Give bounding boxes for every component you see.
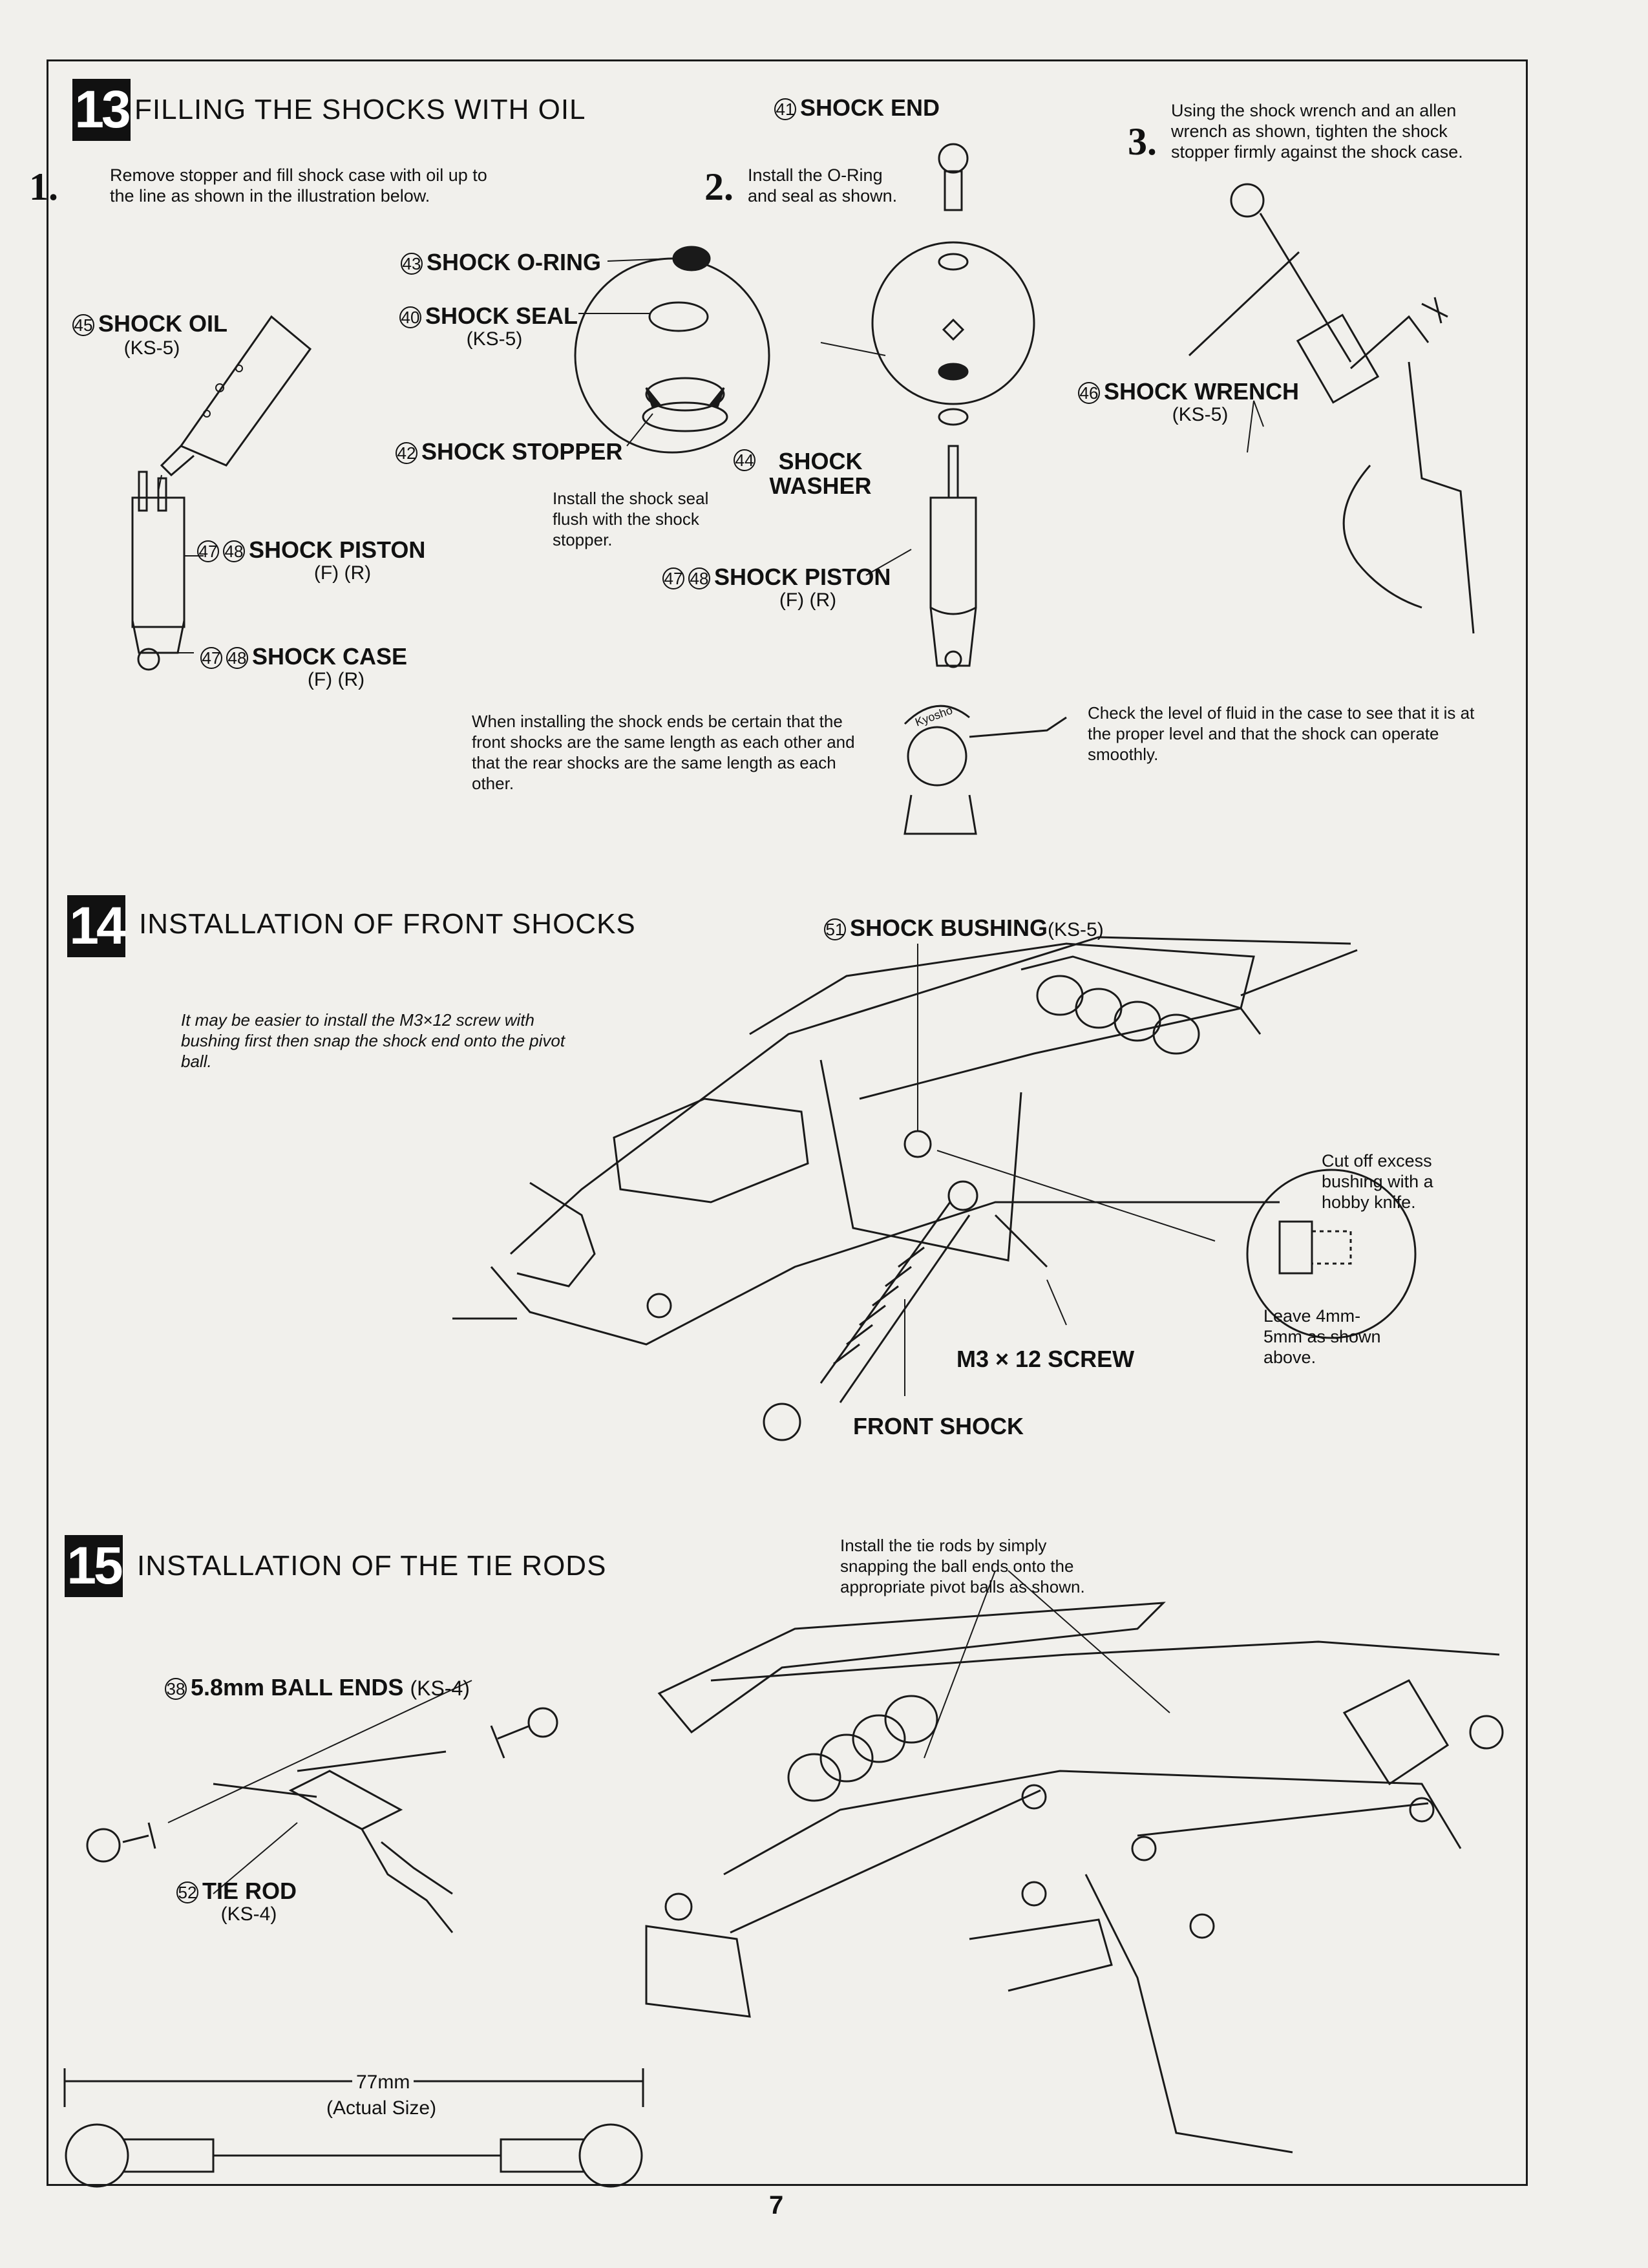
- shock-case-name: SHOCK CASE: [252, 643, 408, 670]
- tie-rod-name: TIE ROD: [202, 1878, 297, 1904]
- shock-oring-name: SHOCK O-RING: [427, 249, 601, 275]
- shock-end-name: SHOCK END: [800, 94, 940, 121]
- seal-note: Install the shock seal flush with the sh…: [553, 489, 709, 549]
- step-15-note: Install the tie rods by simply snapping …: [840, 1536, 1085, 1596]
- shock-washer-label: 44: [734, 449, 759, 471]
- step-3-text: Using the shock wrench and an allen wren…: [1171, 101, 1463, 162]
- part-no-42: 42: [396, 442, 417, 465]
- shock-wrench-drawing: [1188, 183, 1475, 634]
- shock-piston-a-name: SHOCK PISTON: [249, 536, 426, 563]
- part-no-47b: 47: [200, 647, 222, 670]
- part-no-38: 38: [165, 1678, 187, 1701]
- part-no-52: 52: [176, 1881, 198, 1904]
- step-15-title: INSTALLATION OF THE TIE RODS: [137, 1550, 607, 1582]
- step-2-number: 2.: [704, 165, 734, 208]
- front-shock-label: FRONT SHOCK: [853, 1413, 1024, 1439]
- part-no-47c: 47: [662, 567, 684, 590]
- mascot-drawing: [903, 705, 1067, 835]
- part-no-43: 43: [401, 253, 423, 275]
- dimension-label: 77mm: [352, 2072, 414, 2093]
- shock-stopper-name: SHOCK STOPPER: [421, 438, 623, 465]
- leave-note: Leave 4mm-5mm as shown above.: [1263, 1306, 1381, 1367]
- shock-oil-sub: (KS-5): [123, 337, 180, 359]
- part-no-40: 40: [399, 306, 421, 329]
- page-number: 7: [769, 2191, 784, 2220]
- cut-off-note: Cut off excess bushing with a hobby knif…: [1322, 1151, 1433, 1212]
- step-13-number: 13: [72, 79, 131, 141]
- shock-piston-a-sub: (F) (R): [313, 562, 372, 584]
- shock-case-section-drawing: [131, 471, 204, 671]
- m3-screw-label: M3 × 12 SCREW: [956, 1346, 1135, 1372]
- step-3-number: 3.: [1128, 120, 1157, 163]
- exploded-shock-drawing: [820, 143, 1035, 668]
- tie-rod-sub: (KS-4): [220, 1903, 277, 1925]
- shock-seal-name: SHOCK SEAL: [425, 302, 578, 329]
- step-14-number: 14: [67, 895, 126, 957]
- shock-wrench-sub: (KS-5): [1172, 404, 1229, 425]
- ball-ends-name: 5.8mm BALL ENDS: [191, 1674, 404, 1701]
- part-no-46: 46: [1078, 382, 1100, 405]
- part-no-47: 47: [197, 540, 219, 563]
- front-shock-drawing: [763, 944, 1216, 1441]
- part-no-44: 44: [734, 449, 755, 471]
- ball-ends-sub: (KS-4): [410, 1677, 470, 1700]
- page-frame: [47, 59, 1528, 2186]
- part-no-51: 51: [824, 918, 846, 941]
- shock-seal-sub: (KS-5): [466, 328, 523, 350]
- bushing-detail-circle: [1246, 1169, 1417, 1339]
- part-no-45: 45: [72, 314, 94, 337]
- shock-piston-b-name: SHOCK PISTON: [714, 564, 891, 590]
- part-no-48c: 48: [688, 567, 710, 590]
- shock-case-sub: (F) (R): [307, 669, 365, 690]
- step-13-title: FILLING THE SHOCKS WITH OIL: [134, 94, 586, 125]
- tie-rod-closeup-drawing: [86, 1680, 558, 1933]
- step-14-note: It may be easier to install the M3×12 sc…: [181, 1010, 565, 1071]
- shock-ends-note: When installing the shock ends be certai…: [472, 712, 855, 793]
- step-2-text: Install the O-Ring and seal as shown.: [748, 165, 898, 206]
- fluid-level-note: Check the level of fluid in the case to …: [1088, 703, 1475, 764]
- shock-bushing-sub: (KS-5): [1048, 919, 1104, 940]
- step-1-text: Remove stopper and fill shock case with …: [110, 165, 487, 206]
- shock-washer-name: SHOCK WASHER: [769, 448, 872, 499]
- step-14-title: INSTALLATION OF FRONT SHOCKS: [139, 908, 636, 940]
- shock-wrench-name: SHOCK WRENCH: [1104, 378, 1299, 405]
- front-chassis-drawing: [452, 936, 1358, 1346]
- part-no-48b: 48: [226, 647, 248, 670]
- step-15-number: 15: [65, 1535, 123, 1597]
- oil-bottle-drawing: [158, 315, 312, 492]
- seal-detail-circle: [574, 246, 770, 454]
- shock-bushing-name: SHOCK BUSHING: [850, 915, 1048, 941]
- shock-oil-name: SHOCK OIL: [98, 310, 228, 337]
- tie-rod-chassis-drawing: [645, 1570, 1504, 2154]
- step-1-number: 1.: [29, 165, 58, 208]
- part-no-48: 48: [223, 540, 245, 563]
- part-no-41: 41: [774, 98, 796, 121]
- shock-piston-b-sub: (F) (R): [779, 589, 837, 611]
- actual-size-label: (Actual Size): [326, 2097, 437, 2119]
